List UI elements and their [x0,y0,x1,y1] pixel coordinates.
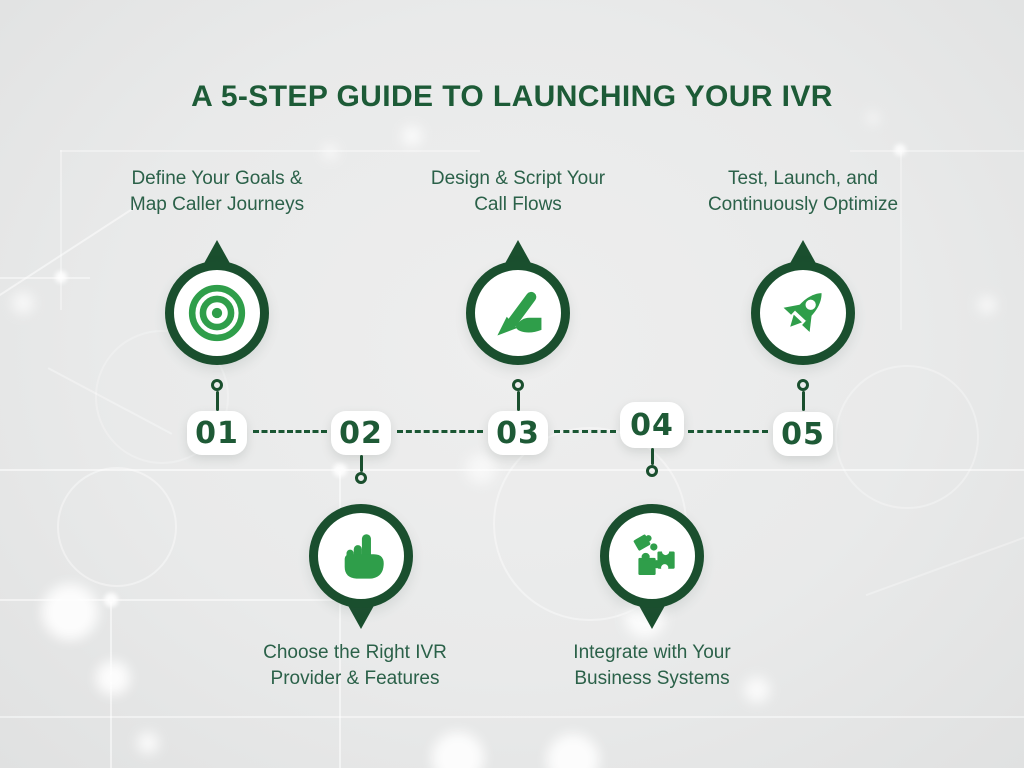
step5-pin-ring [797,379,809,391]
step3-number-badge: 03 [488,411,548,455]
step2-icon-badge [309,504,413,629]
decor-node [104,593,118,607]
step5-number-badge: 05 [773,412,833,456]
decor-line [865,525,1024,597]
step2-label-line1: Choose the Right IVR [263,642,447,663]
step3-icon-badge [466,240,570,365]
step2-number: 02 [339,415,383,451]
decor-node [894,144,906,156]
writing-pen-icon [466,261,570,365]
decor-dot [12,292,34,314]
decor-line [0,599,340,601]
decor-line [110,599,112,768]
step2-number-badge: 02 [331,411,391,455]
step2-label: Choose the Right IVR Provider & Features [205,640,505,692]
step3-label: Design & Script Your Call Flows [368,166,668,218]
step3-label-line1: Design & Script Your [430,168,606,189]
decor-dot [547,734,599,768]
target-icon [165,261,269,365]
step5-number: 05 [781,416,825,452]
step4-pin-line [650,448,654,465]
decor-dot [137,732,159,754]
step3-number: 03 [496,415,540,451]
decor-dot [978,296,996,314]
decor-line [47,367,173,435]
step3-pin-ring [512,379,524,391]
step1-label: Define Your Goals & Map Caller Journeys [67,166,367,218]
timeline-connector [688,430,768,433]
step1-pin-ring [211,379,223,391]
step5-icon-badge [751,240,855,365]
timeline-connector [253,430,327,433]
decor-line [0,469,1024,471]
step4-number: 04 [630,407,674,443]
step4-label: Integrate with Your Business Systems [502,640,802,692]
decor-line [850,150,1024,152]
step5-label-line2: Continuously Optimize [707,194,899,215]
timeline-connector [554,430,616,433]
step1-icon-badge [165,240,269,365]
step4-icon-badge [600,504,704,629]
step1-number: 01 [195,415,239,451]
decor-dot [42,584,98,640]
puzzle-icon [600,504,704,608]
step4-number-badge: 04 [620,402,684,448]
step4-pin-ring [646,465,658,477]
decor-dot [402,126,422,146]
decor-node [333,463,347,477]
step4-label-line2: Business Systems [574,668,730,689]
decor-dot [432,732,484,768]
page-title: A 5-STEP GUIDE TO LAUNCHING YOUR IVR [191,80,833,113]
step1-pin-line [215,391,219,411]
step1-label-line1: Define Your Goals & [131,168,303,189]
step2-pin-line [359,455,363,472]
decor-line [0,716,1024,718]
decor-dot [466,454,496,484]
step1-label-line2: Map Caller Journeys [129,194,305,215]
decor-line [60,150,480,152]
step5-pin-line [801,391,805,411]
decor-ring [57,467,177,587]
step5-label: Test, Launch, and Continuously Optimize [653,166,953,218]
decor-dot [96,661,130,695]
step5-label-line1: Test, Launch, and [728,168,878,189]
pointing-hand-icon [309,504,413,608]
decor-dot [323,145,337,159]
decor-ring [835,365,979,509]
timeline-connector [397,430,483,433]
step3-label-line2: Call Flows [474,194,562,215]
decor-node [55,271,67,283]
step3-pin-line [516,391,520,411]
decor-line [60,150,62,310]
rocket-icon [751,261,855,365]
step2-pin-ring [355,472,367,484]
step2-label-line2: Provider & Features [270,668,440,689]
step1-number-badge: 01 [187,411,247,455]
decor-line [0,206,137,306]
step4-label-line1: Integrate with Your [573,642,731,663]
decor-line [0,277,90,279]
